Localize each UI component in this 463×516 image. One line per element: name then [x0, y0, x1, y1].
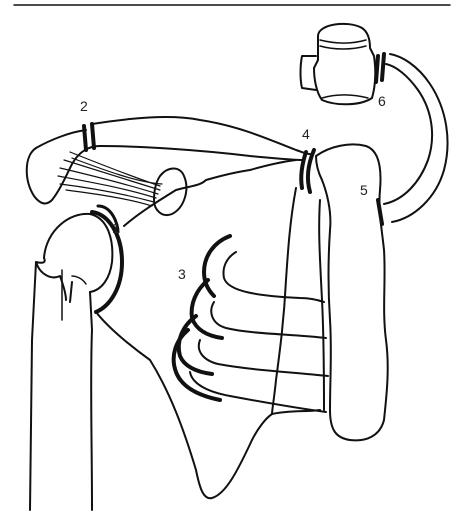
- scapula-blade-edge: [319, 200, 324, 410]
- costal-arc: [384, 54, 448, 222]
- sternum: [316, 144, 388, 440]
- label-3: 3: [178, 266, 186, 282]
- scapula-upper-border: [124, 160, 296, 226]
- ribs: [174, 236, 328, 412]
- vertebra-body: [314, 24, 375, 104]
- label-5: 5: [360, 182, 368, 198]
- label-2: 2: [80, 98, 88, 114]
- scapula-spine-edge: [272, 188, 296, 414]
- label-1: 1: [112, 220, 120, 236]
- label-4: 4: [302, 126, 310, 142]
- humerus-head: [44, 214, 112, 292]
- costovertebral-joint-mark-6: [376, 54, 384, 82]
- sc-joint-mark-4: [301, 150, 314, 192]
- coracoid-process: [154, 169, 186, 216]
- label-6: 6: [378, 93, 386, 109]
- ac-joint-mark-2: [84, 124, 94, 150]
- humerus-shaft: [30, 258, 92, 510]
- costal-joint-mark-5: [378, 200, 382, 224]
- vertebra-detail: [320, 40, 368, 98]
